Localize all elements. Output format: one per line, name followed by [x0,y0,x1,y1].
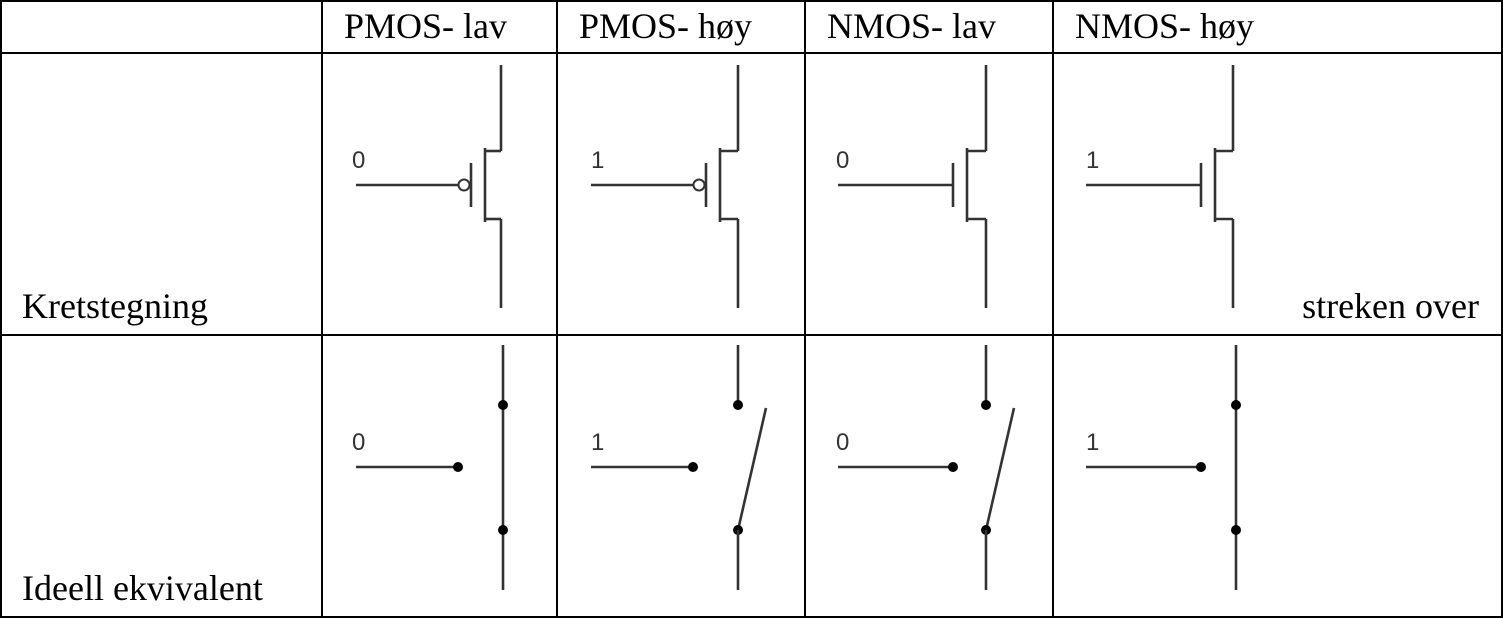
input-label: 0 [836,429,849,456]
header-nmos-high: NMOS- høy [1075,6,1255,46]
input-label: 0 [352,429,365,456]
switch-open-nmos-low: 0 [836,345,1016,590]
nmos-symbol-high: 1 [1086,65,1235,308]
input-label: 1 [591,147,604,174]
switch-closed-pmos-low: 0 [352,345,508,590]
row-label-ideal: Ideell ekvivalent [22,568,263,608]
nmos-symbol-low: 0 [836,65,988,308]
note-text: streken over [1302,286,1479,326]
pmos-symbol-low: 0 [352,65,503,308]
pmos-symbol-high: 1 [591,65,740,308]
switch-open-pmos-high: 1 [591,345,768,590]
header-nmos-low: NMOS- lav [827,6,996,46]
input-label: 1 [1086,429,1099,456]
header-pmos-high: PMOS- høy [579,6,753,46]
input-label: 1 [591,429,604,456]
input-label: 0 [352,147,365,174]
input-label: 0 [836,147,849,174]
row-label-circuit: Kretstegning [22,286,208,326]
switch-closed-nmos-high: 1 [1086,345,1241,590]
header-pmos-low: PMOS- lav [344,6,508,46]
input-label: 1 [1086,147,1099,174]
